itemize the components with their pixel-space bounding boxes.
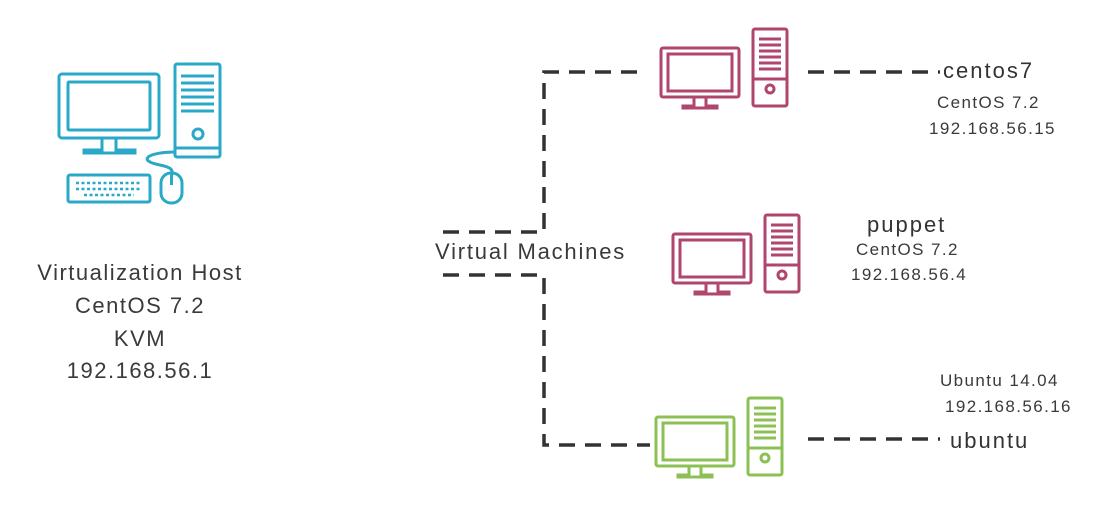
desktop-computer-icon	[671, 213, 801, 296]
virtual-machines-label: Virtual Machines	[435, 239, 627, 264]
desktop-computer-icon	[654, 396, 784, 479]
vm-ip-ubuntu: 192.168.56.16	[945, 397, 1072, 416]
host-hypervisor: KVM	[113, 326, 167, 351]
connector-label-bottom	[443, 273, 650, 447]
vm-ip-centos7: 192.168.56.15	[929, 119, 1056, 138]
vm-os-centos7: CentOS 7.2	[937, 93, 1040, 112]
vm-os-ubuntu: Ubuntu 14.04	[940, 371, 1059, 390]
dashed-connections	[443, 70, 940, 447]
vm-name-centos7: centos7	[943, 58, 1035, 83]
vm-name-puppet: puppet	[867, 212, 947, 237]
vm-ip-puppet: 192.168.56.4	[851, 265, 968, 284]
vm-name-ubuntu: ubuntu	[950, 428, 1030, 453]
vm-os-puppet: CentOS 7.2	[856, 240, 959, 259]
host-computer-icon	[57, 62, 222, 205]
vm-icons	[654, 27, 801, 479]
connector-label-top	[443, 70, 640, 234]
host-title: Virtualization Host	[37, 260, 243, 285]
host-os: CentOS 7.2	[75, 293, 205, 318]
desktop-computer-icon	[659, 27, 789, 110]
host-ip: 192.168.56.1	[66, 358, 214, 383]
